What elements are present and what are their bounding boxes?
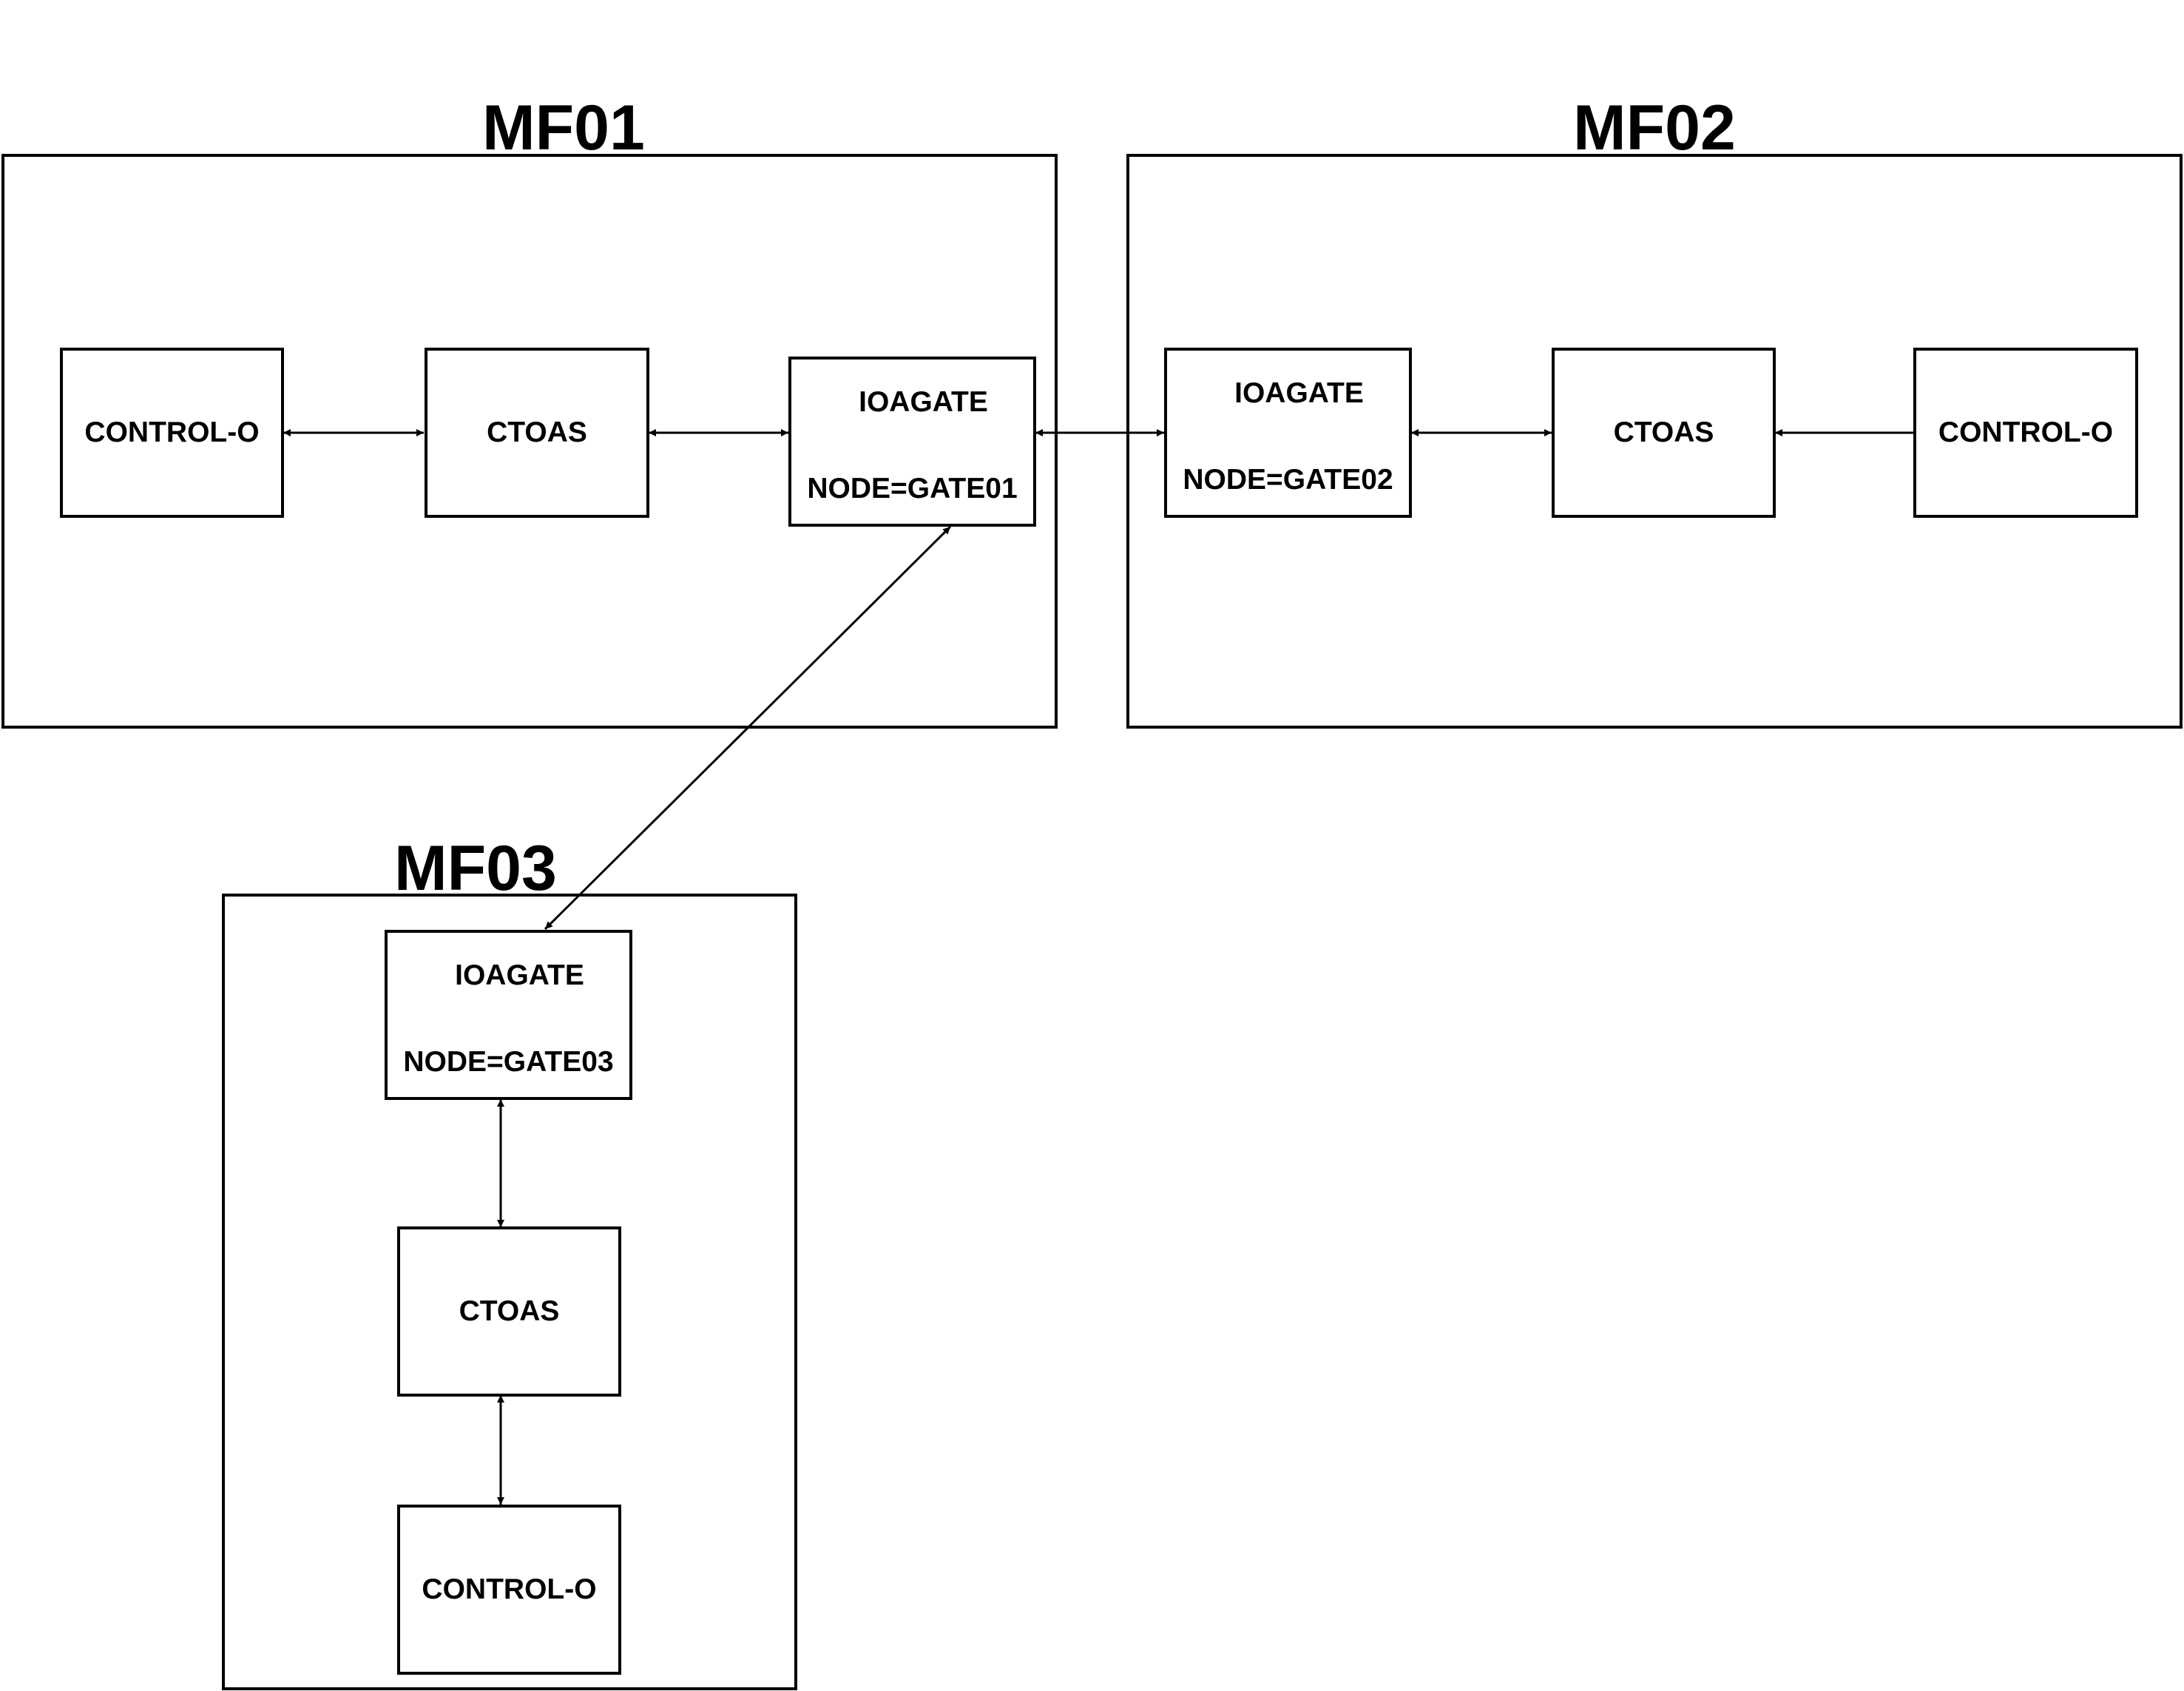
mf01-ioagate-node: NODE=GATE01 xyxy=(807,473,1018,504)
mf01-ioagate-box: IOAGATE NODE=GATE01 xyxy=(788,357,1036,527)
mf03-control-o-label: CONTROL-O xyxy=(422,1573,597,1605)
mf01-ctoas-label: CTOAS xyxy=(487,416,587,448)
mf03-ioagate-label: IOAGATE xyxy=(455,959,584,991)
mf03-ctoas-label: CTOAS xyxy=(459,1295,560,1327)
mf02-frame xyxy=(1126,154,2183,729)
mf01-control-o-box: CONTROL-O xyxy=(60,348,284,518)
mf02-control-o-box: CONTROL-O xyxy=(1913,348,2138,518)
mf01-title: MF01 xyxy=(482,92,645,163)
mf02-title: MF02 xyxy=(1573,92,1736,163)
mf01-ioagate-label: IOAGATE xyxy=(859,386,988,418)
mf03-frame xyxy=(222,894,797,1690)
mf01-control-o-label: CONTROL-O xyxy=(84,416,260,448)
mf03-control-o-box: CONTROL-O xyxy=(397,1505,621,1675)
mf03-title: MF03 xyxy=(394,833,557,904)
mf03-ioagate-box: IOAGATE NODE=GATE03 xyxy=(385,930,632,1100)
mf03-ioagate-node: NODE=GATE03 xyxy=(403,1046,614,1078)
mf02-ctoas-box: CTOAS xyxy=(1552,348,1776,518)
mf02-ioagate-box: IOAGATE NODE=GATE02 xyxy=(1164,348,1412,518)
mf01-ctoas-box: CTOAS xyxy=(425,348,649,518)
mf02-ctoas-label: CTOAS xyxy=(1613,416,1714,448)
mf02-ioagate-node: NODE=GATE02 xyxy=(1183,464,1393,496)
mf02-ioagate-label: IOAGATE xyxy=(1234,377,1364,409)
mf03-ctoas-box: CTOAS xyxy=(397,1226,621,1397)
mf01-frame xyxy=(1,154,1058,729)
mf02-control-o-label: CONTROL-O xyxy=(1938,416,2114,448)
